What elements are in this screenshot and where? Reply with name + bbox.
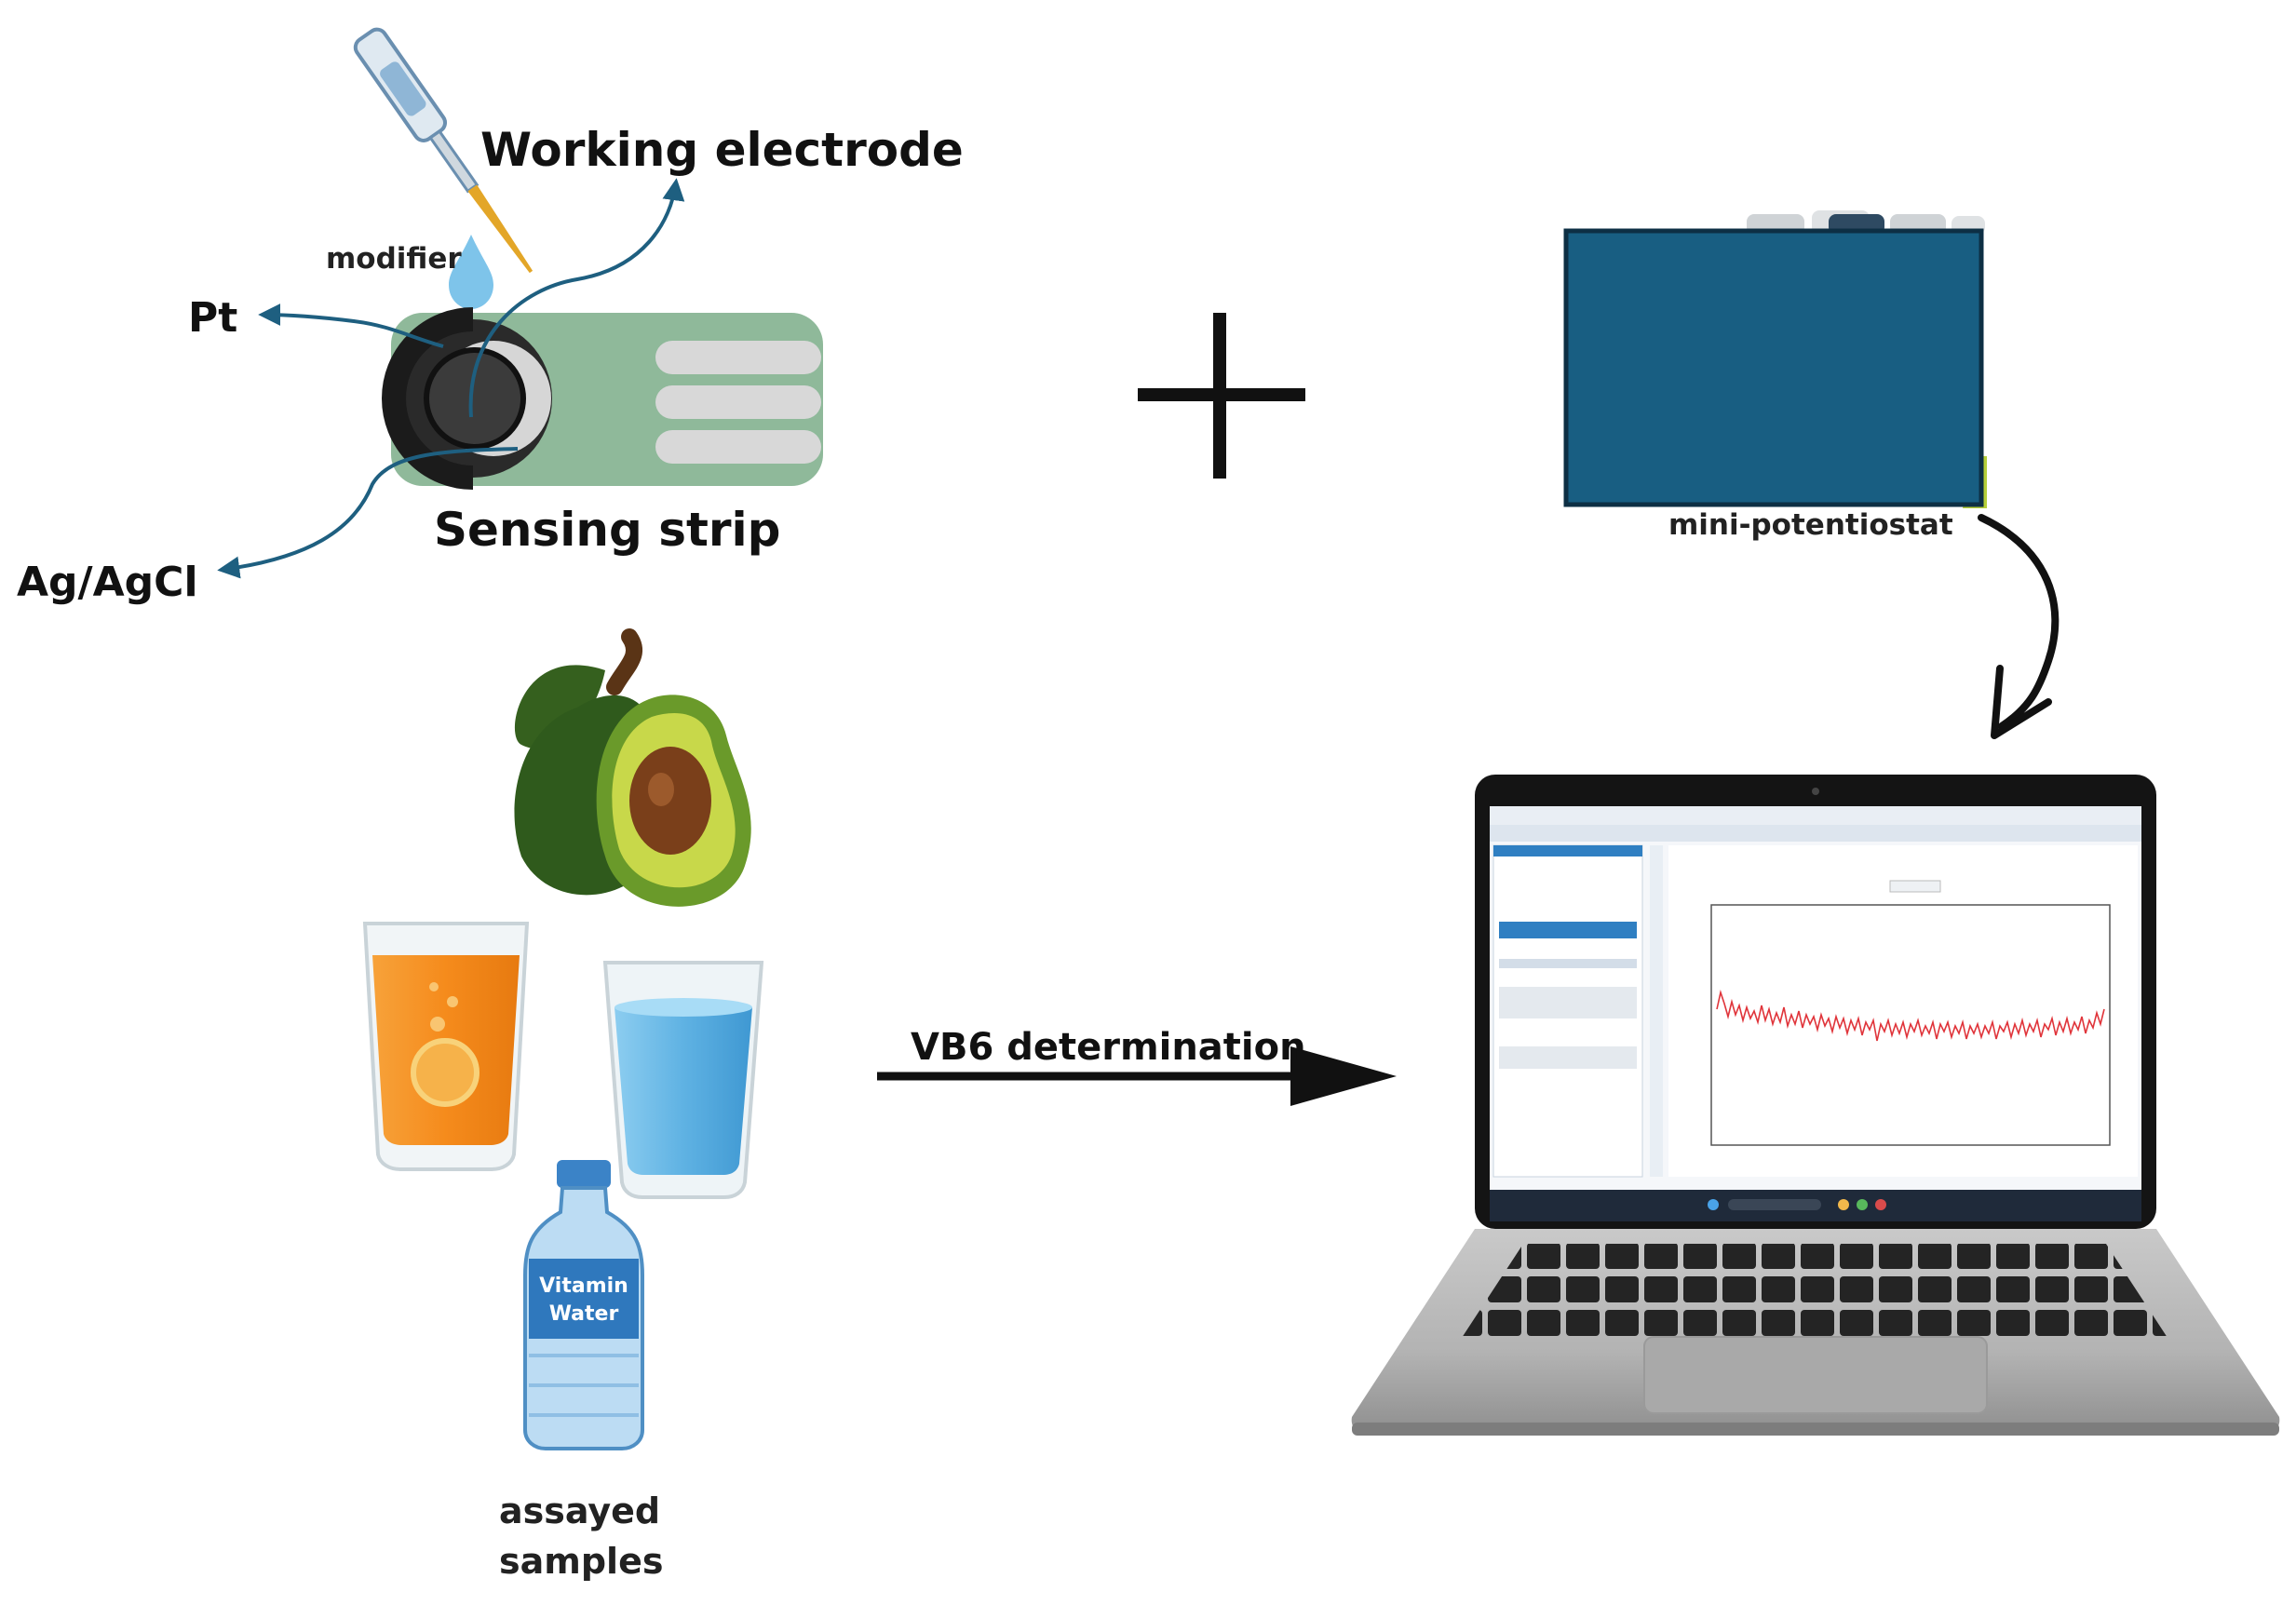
measurement-plot [1668, 845, 2138, 1177]
working-electrode-label: Working electrode [480, 123, 964, 177]
sensing-strip [382, 307, 823, 490]
assayed-samples-label-line2: samples [499, 1541, 663, 1582]
curved-arrow-icon [1978, 514, 2060, 739]
orange-juice-glass-icon [362, 922, 530, 1171]
vb6-determination-label: VB6 determination [911, 1026, 1306, 1069]
ag-agcl-label: Ag/AgCl [17, 559, 198, 606]
bottle-label-line2: Water [549, 1302, 619, 1326]
vb6-determination-arrow [877, 1046, 1397, 1106]
measurement-trace [1716, 990, 2105, 1042]
bottle-label-line1: Vitamin [539, 1275, 628, 1298]
water-glass-icon [602, 961, 764, 1199]
vitamin-water-bottle-icon: Vitamin Water [523, 1160, 644, 1450]
pipette-icon [353, 27, 533, 274]
mini-potentiostat-label: mini-potentiostat [1668, 508, 1953, 542]
mini-potentiostat-device [1563, 210, 1987, 508]
avocado-icon [514, 628, 751, 907]
pt-arrow [258, 303, 444, 348]
laptop-icon [1351, 775, 2280, 1436]
sensing-strip-label: Sensing strip [434, 503, 780, 557]
plus-icon [1138, 313, 1305, 479]
laptop-screen [1490, 806, 2141, 1221]
working-electrode-arrow [468, 178, 685, 418]
assayed-samples-label-line1: assayed [499, 1490, 660, 1531]
droplet-icon [449, 235, 493, 309]
modifier-label: modifier [326, 242, 462, 276]
ag-agcl-arrow [217, 447, 519, 579]
pt-label: Pt [188, 294, 237, 342]
